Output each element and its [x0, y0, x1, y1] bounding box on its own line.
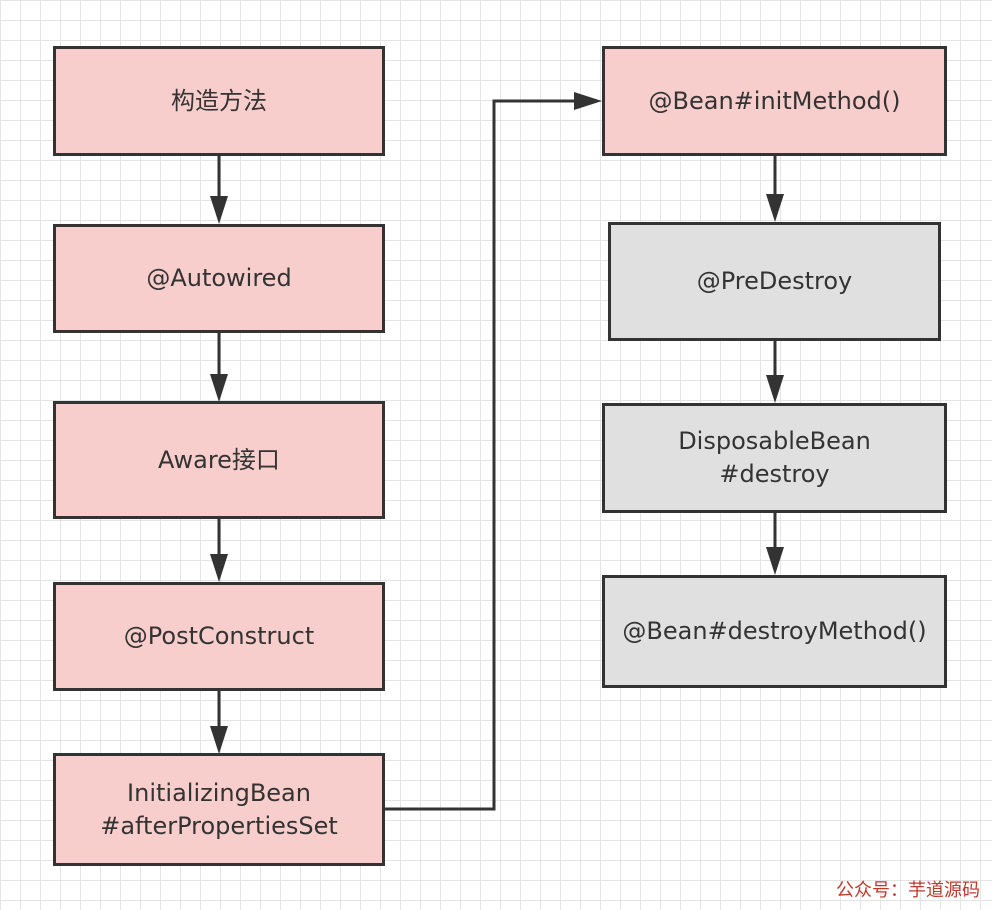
node-initializing-bean-line2: #afterPropertiesSet [100, 811, 338, 840]
node-autowired: @Autowired [53, 224, 385, 333]
node-autowired-label: @Autowired [146, 264, 292, 292]
arrowhead [574, 92, 602, 110]
arrowhead [766, 375, 784, 403]
arrowhead [210, 554, 228, 582]
arrow-initializingbean-to-initmethod [385, 99, 586, 811]
arrowhead [766, 547, 784, 575]
node-pre-destroy: @PreDestroy [608, 222, 941, 341]
arrowhead [210, 726, 228, 754]
watermark-text: 公众号：芋道源码 [836, 880, 980, 901]
node-disposable-bean: DisposableBean #destroy [602, 403, 947, 513]
node-initializing-bean-line1: InitializingBean [127, 778, 311, 807]
node-bean-init-method-label: @Bean#initMethod() [648, 86, 901, 115]
arrowhead [210, 196, 228, 224]
node-bean-destroy-method-label: @Bean#destroyMethod() [622, 617, 927, 645]
node-aware-interface: Aware接口 [53, 401, 385, 519]
node-post-construct-label: @PostConstruct [123, 622, 315, 650]
node-post-construct: @PostConstruct [53, 582, 385, 691]
node-disposable-bean-line1: DisposableBean [678, 427, 871, 455]
node-bean-destroy-method: @Bean#destroyMethod() [602, 575, 947, 688]
node-constructor: 构造方法 [53, 46, 385, 156]
node-pre-destroy-label: @PreDestroy [696, 267, 853, 295]
node-bean-init-method: @Bean#initMethod() [602, 46, 947, 156]
node-aware-interface-label: Aware接口 [158, 445, 280, 474]
arrowhead [210, 374, 228, 402]
node-constructor-label: 构造方法 [171, 86, 267, 115]
arrowhead [766, 194, 784, 222]
node-disposable-bean-line2: #destroy [719, 460, 830, 488]
node-initializing-bean: InitializingBean #afterPropertiesSet [53, 753, 385, 866]
